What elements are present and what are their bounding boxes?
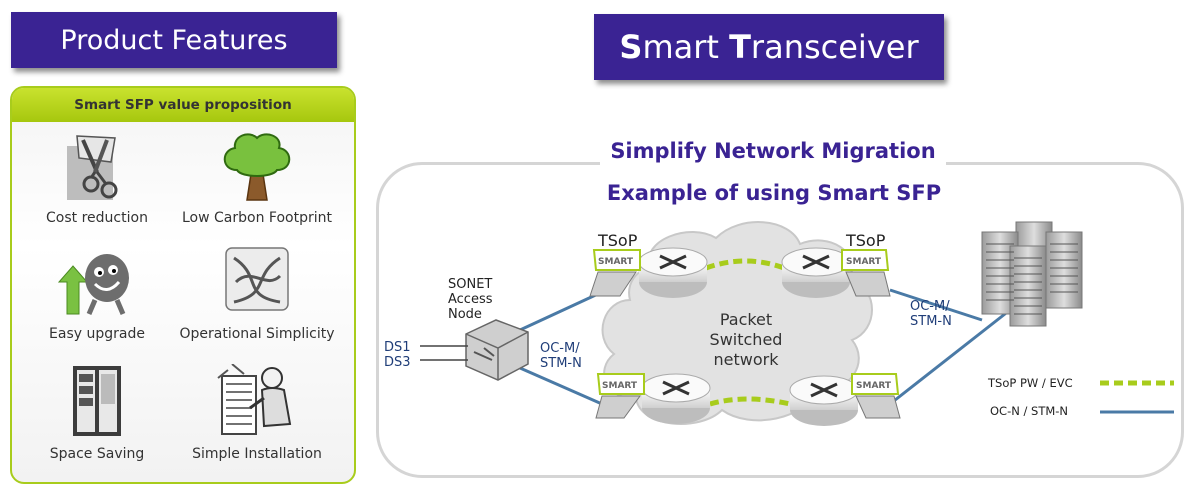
- cloud-label-switched: Switched: [710, 330, 783, 349]
- product-features-banner: Product Features: [11, 12, 337, 68]
- ds3-label: DS3: [384, 355, 411, 370]
- cloud-label-network: network: [714, 350, 780, 369]
- smart-sfp-top-right: SMART: [841, 249, 891, 297]
- legend-label-pw: TSoP PW / EVC: [987, 376, 1073, 390]
- oc-label-right-1: OC-M/: [910, 299, 950, 314]
- oc-links: [519, 288, 1011, 406]
- svg-text:SMART: SMART: [846, 257, 882, 267]
- oc-label-left-1: OC-M/: [540, 341, 580, 356]
- feature-label-cost-reduction: Cost reduction: [46, 210, 148, 226]
- feature-easy-upgrade: [12, 244, 182, 318]
- tsop-label-right: TSoP: [845, 231, 886, 250]
- feature-operational-simplicity: [172, 246, 342, 312]
- sonet-label-line3: Node: [448, 307, 482, 322]
- product-features-title: Product Features: [60, 24, 288, 56]
- feature-simple-installation: [172, 364, 342, 438]
- feature-label-space-saving: Space Saving: [49, 446, 145, 462]
- server-cluster: [981, 221, 1083, 327]
- server-rack-icon: [73, 366, 121, 436]
- smart-transceiver-banner: Smart Transceiver: [594, 14, 944, 80]
- oc-label-right-2: STM-N: [910, 314, 952, 329]
- feature-label-operational-simplicity: Operational Simplicity: [179, 326, 335, 342]
- feature-cost-reduction: [12, 132, 182, 204]
- sonet-label-line2: Access: [448, 292, 493, 307]
- smart-transceiver-title: Smart Transceiver: [619, 28, 919, 66]
- cloud-label-packet: Packet: [720, 310, 772, 329]
- diagram-title-example: Example of using Smart SFP: [596, 178, 952, 208]
- router-bottom-left: [641, 373, 711, 424]
- smiley-upgrade-arrow-icon: [57, 254, 129, 315]
- router-top-left: [638, 247, 708, 298]
- feature-label-low-carbon: Low Carbon Footprint: [182, 210, 332, 226]
- router-top-right: [781, 247, 851, 298]
- diagram-title-migration: Simplify Network Migration: [600, 136, 946, 166]
- panel-header: Smart SFP value proposition: [12, 88, 354, 122]
- oc-link-bottom-right: [889, 308, 1011, 406]
- scissors-cutting-icon: [67, 135, 118, 200]
- smart-sfp-top-left: SMART: [589, 249, 641, 297]
- oc-link-top-right: [889, 288, 983, 322]
- sonet-access-node: [465, 319, 529, 381]
- svg-text:SMART: SMART: [602, 381, 638, 391]
- ds1-label: DS1: [384, 340, 411, 355]
- pw-links: [705, 258, 791, 407]
- tsop-label-left: TSoP: [597, 231, 638, 250]
- feature-label-simple-installation: Simple Installation: [192, 446, 322, 462]
- green-tree-icon: [223, 133, 291, 201]
- smart-sfp-bottom-left: SMART: [595, 373, 645, 419]
- oc-label-left-2: STM-N: [540, 356, 582, 371]
- tangled-cable-icon: [225, 247, 289, 311]
- svg-text:SMART: SMART: [856, 381, 892, 391]
- svg-text:SMART: SMART: [598, 257, 634, 267]
- feature-space-saving: [12, 364, 182, 438]
- smart-sfp-bottom-right: SMART: [851, 373, 901, 419]
- legend: TSoP PW / EVC OC-N / STM-N: [987, 376, 1174, 418]
- feature-panel: Smart SFP value proposition Cost reducti…: [10, 86, 356, 484]
- feature-low-carbon: [172, 130, 342, 204]
- router-bottom-right: [789, 375, 859, 426]
- feature-label-easy-upgrade: Easy upgrade: [49, 326, 145, 342]
- installer-person-icon: [217, 364, 292, 435]
- legend-label-oc: OC-N / STM-N: [990, 404, 1068, 418]
- sonet-label-line1: SONET: [448, 277, 492, 292]
